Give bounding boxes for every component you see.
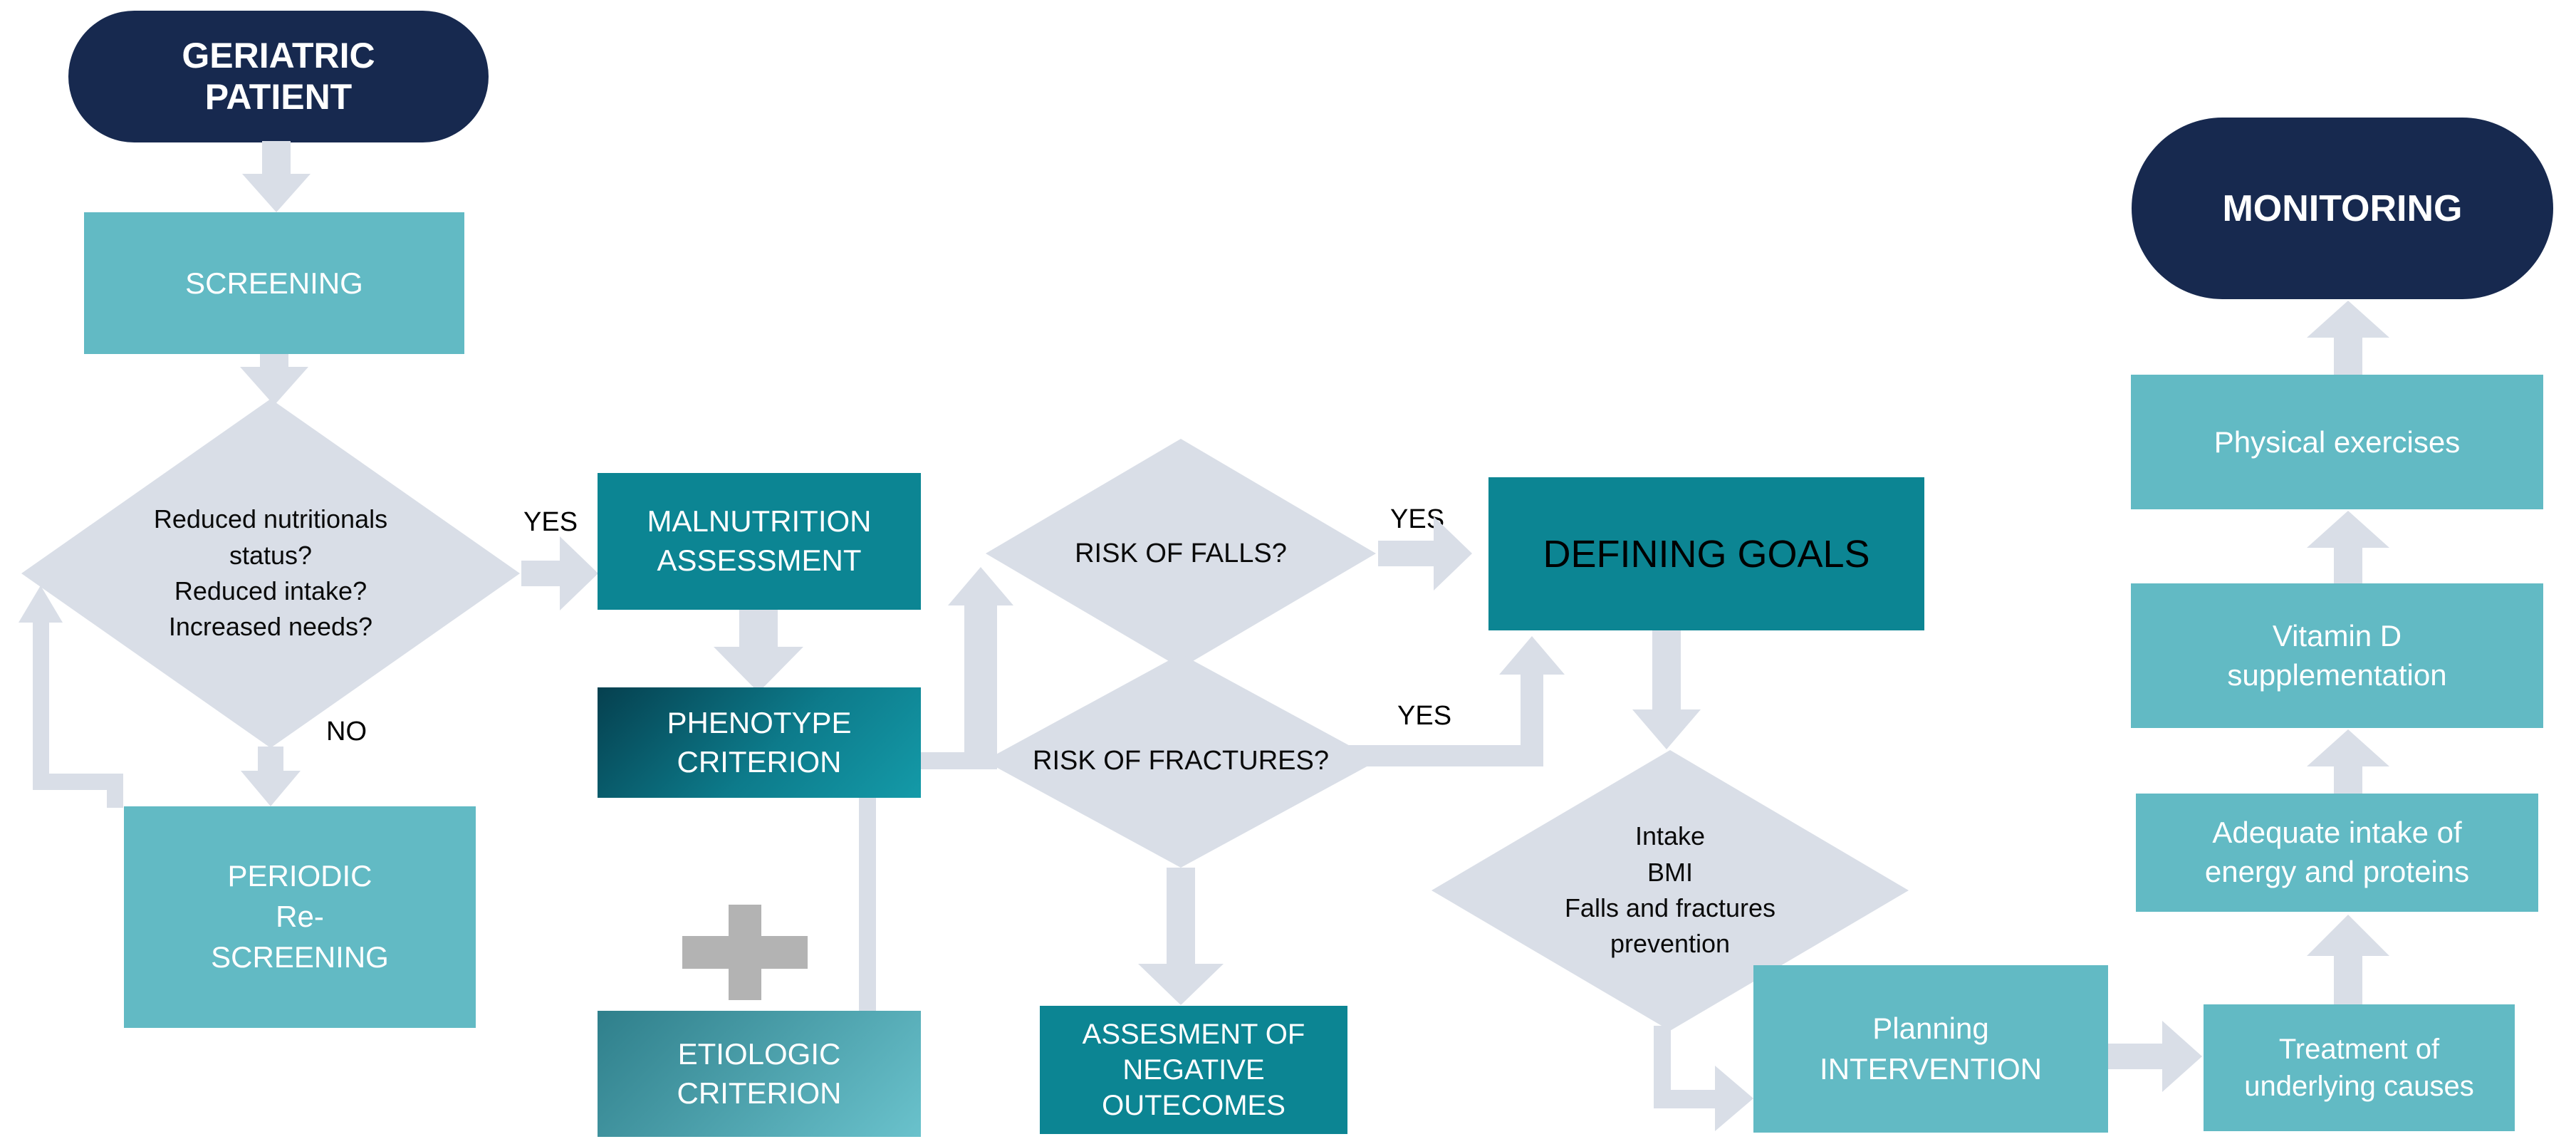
node-periodic-rescreening: PERIODIC Re- SCREENING bbox=[124, 806, 476, 1028]
node-etiologic-criterion: ETIOLOGIC CRITERION bbox=[598, 1011, 921, 1137]
node-treatment-underlying-causes: Treatment of underlying causes bbox=[2204, 1004, 2515, 1131]
node-adequate-intake: Adequate intake of energy and proteins bbox=[2136, 794, 2538, 912]
decision-risk-of-fractures: RISK OF FRACTURES? bbox=[984, 654, 1377, 868]
node-physical-exercises: Physical exercises bbox=[2131, 375, 2543, 509]
decision-screening: Reduced nutritionals status? Reduced int… bbox=[21, 399, 520, 748]
node-phenotype-criterion: PHENOTYPE CRITERION bbox=[598, 687, 921, 798]
connector-phenotype-to-etiologic bbox=[859, 798, 876, 1011]
node-geriatric-patient: GERIATRIC PATIENT bbox=[68, 11, 489, 142]
label-no-screening: NO bbox=[326, 717, 367, 747]
label-yes-fractures: YES bbox=[1397, 701, 1452, 731]
node-assessment-negative-outcomes: ASSESMENT OF NEGATIVE OUTECOMES bbox=[1040, 1006, 1347, 1134]
decision-risk-of-falls: RISK OF FALLS? bbox=[986, 439, 1376, 668]
node-screening: SCREENING bbox=[84, 212, 464, 354]
node-monitoring: MONITORING bbox=[2132, 118, 2553, 299]
node-malnutrition-assessment: MALNUTRITION ASSESSMENT bbox=[598, 473, 921, 610]
node-defining-goals: DEFINING GOALS bbox=[1488, 477, 1924, 630]
label-yes-screening: YES bbox=[523, 507, 578, 537]
node-vitamin-d-supplementation: Vitamin D supplementation bbox=[2131, 583, 2543, 728]
node-planning-intervention: Planning INTERVENTION bbox=[1753, 965, 2108, 1133]
